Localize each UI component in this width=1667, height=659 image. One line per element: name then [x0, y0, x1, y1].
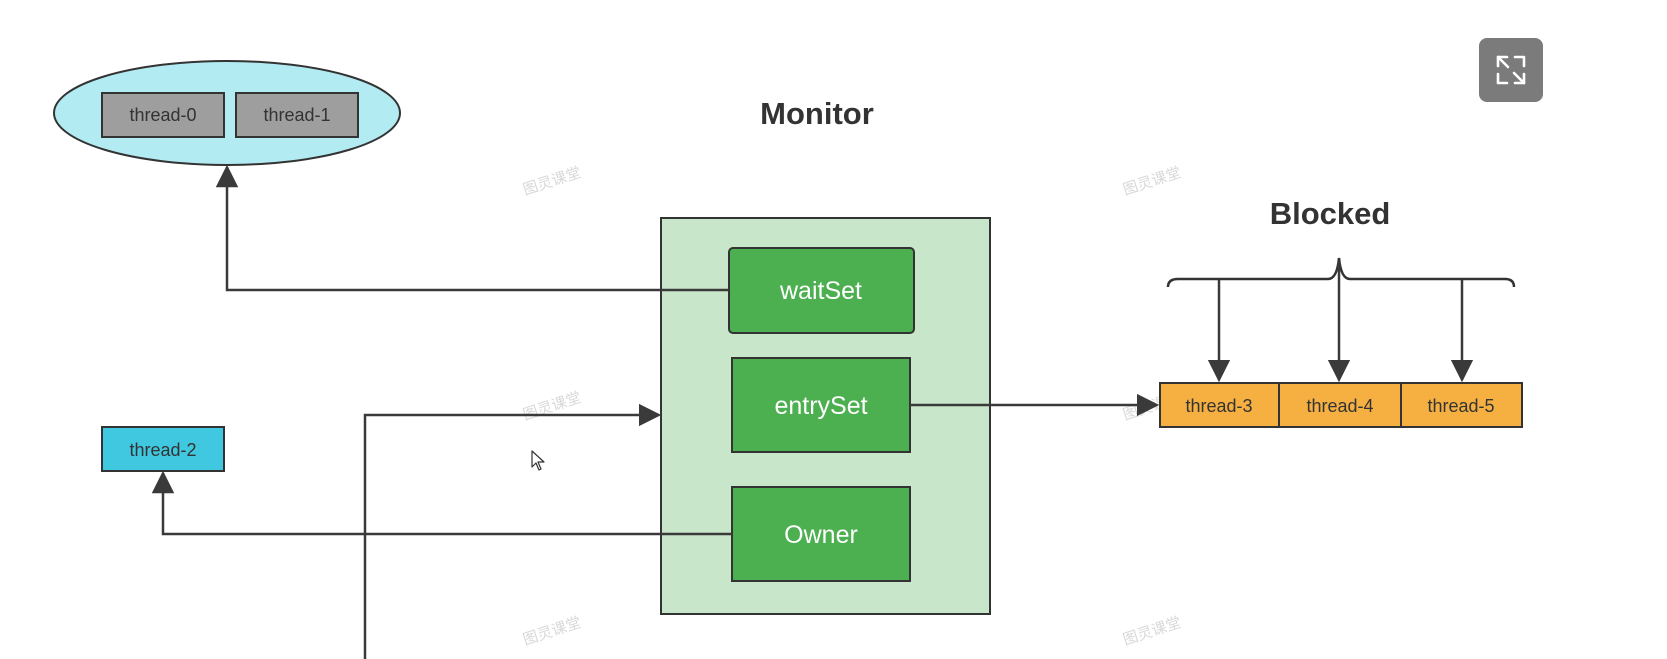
entry-set-box: [731, 357, 911, 453]
blocked-title: Blocked: [1270, 196, 1391, 231]
thread-box-1: [235, 92, 359, 138]
watermark: 图灵课堂: [521, 163, 584, 199]
blocked-thread-label-1: thread-4: [1306, 396, 1373, 416]
owner-arrow: [151, 470, 732, 536]
owner-label: Owner: [784, 521, 858, 549]
blocked-thread-box-2: [1400, 382, 1523, 428]
watermark: 图灵课堂: [1121, 613, 1184, 649]
expand-icon: [1496, 55, 1526, 85]
expand-button[interactable]: [1479, 38, 1543, 102]
watermark: 图灵课堂: [1121, 163, 1184, 199]
incoming-arrow: [363, 403, 662, 659]
entry-set-label: entrySet: [774, 392, 867, 420]
wait-set-arrow: [215, 164, 729, 292]
watermark: 图灵课堂: [521, 388, 584, 424]
blocked-thread-box-0: [1159, 382, 1280, 428]
owner-box: [731, 486, 911, 582]
blocked-thread-label-2: thread-5: [1427, 396, 1494, 416]
thread-label-0: thread-0: [129, 105, 196, 125]
thread-label-1: thread-1: [263, 105, 330, 125]
blocked-thread-label-0: thread-3: [1185, 396, 1252, 416]
thread-box-0: [101, 92, 225, 138]
wait-set-label: waitSet: [779, 277, 862, 305]
blocked-brace: [1166, 257, 1516, 288]
owner-thread-box: [101, 426, 225, 472]
owner-thread-label: thread-2: [129, 440, 196, 460]
mouse-cursor-icon: [531, 450, 545, 471]
diagram-title: Monitor: [760, 96, 874, 131]
blocked-thread-box-1: [1278, 382, 1402, 428]
watermark: 图灵课堂: [521, 613, 584, 649]
